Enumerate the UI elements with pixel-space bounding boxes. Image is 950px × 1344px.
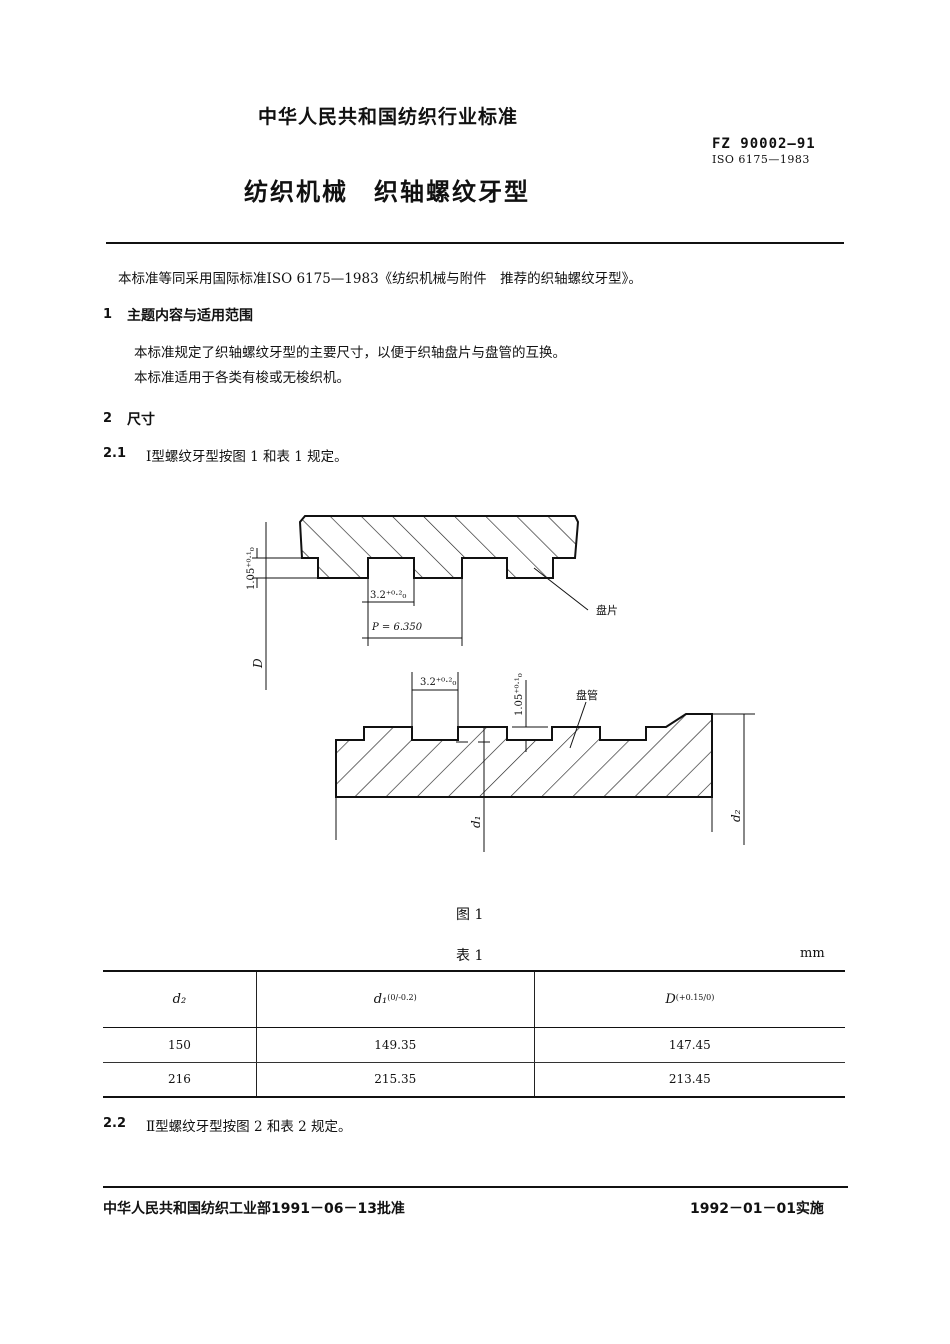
section-2-1-number: 2.1 xyxy=(103,446,127,461)
table-cell: 216 xyxy=(103,1062,257,1098)
table-cell: 213.45 xyxy=(534,1062,845,1098)
disc-dimensions xyxy=(252,522,589,690)
bottom-rule xyxy=(103,1186,848,1188)
thread-profile-figure: 1.05⁺⁰·¹₀ 3.2⁺⁰·²₀ P = 6.350 盘片 D 3.2⁺⁰·… xyxy=(246,515,755,852)
pitch-label: P = 6.350 xyxy=(371,622,423,633)
table-cell: 215.35 xyxy=(256,1062,535,1098)
table-header-row: d₂ d₁(0/-0.2) D(+0.15/0) xyxy=(103,970,845,1028)
table-cell: 150 xyxy=(103,1027,257,1063)
standard-code: FZ 90002—91 xyxy=(712,136,816,152)
tube-label: 盘管 xyxy=(576,688,598,702)
tube-dimensions xyxy=(335,672,755,852)
table-row: 150 149.35 147.45 xyxy=(103,1027,845,1063)
header-d2: d₂ xyxy=(103,970,257,1028)
d1-label: d₁ xyxy=(469,816,483,829)
d2-label: d₂ xyxy=(729,809,743,822)
section-2-2-number: 2.2 xyxy=(103,1116,127,1131)
section-2-1-text: Ⅰ型螺纹牙型按图 1 和表 1 规定。 xyxy=(146,449,348,465)
section-1-paragraph-1: 本标准规定了织轴螺纹牙型的主要尺寸，以便于织轴盘片与盘管的互换。 xyxy=(134,345,566,361)
table-cell: 147.45 xyxy=(534,1027,845,1063)
section-2-title: 尺寸 xyxy=(127,412,155,428)
section-1-number: 1 xyxy=(103,307,113,322)
tube-shape xyxy=(335,713,713,798)
table-unit: mm xyxy=(800,946,825,961)
disc-depth-label: 1.05⁺⁰·¹₀ xyxy=(246,547,257,590)
table-cell: 149.35 xyxy=(256,1027,535,1063)
tube-width-label: 3.2⁺⁰·²₀ xyxy=(420,677,456,688)
tube-depth-label: 1.05⁺⁰·¹₀ xyxy=(514,673,525,716)
section-2-2-text: Ⅱ型螺纹牙型按图 2 和表 2 规定。 xyxy=(146,1119,352,1135)
disc-label: 盘片 xyxy=(596,603,618,617)
dimension-table: d₂ d₁(0/-0.2) D(+0.15/0) 150 149.35 147.… xyxy=(103,970,845,1098)
header-d1: d₁(0/-0.2) xyxy=(256,970,535,1028)
disc-width-label: 3.2⁺⁰·²₀ xyxy=(370,590,406,601)
header-D: D(+0.15/0) xyxy=(534,970,845,1028)
org-title: 中华人民共和国纺织行业标准 xyxy=(258,106,519,128)
figure-caption: 图 1 xyxy=(456,907,484,923)
intro-paragraph: 本标准等同采用国际标准ISO 6175—1983《纺织机械与附件 推荐的织轴螺纹… xyxy=(118,271,642,287)
D-label: D xyxy=(251,658,265,669)
table-row: 216 215.35 213.45 xyxy=(103,1062,845,1098)
iso-code: ISO 6175—1983 xyxy=(712,153,810,166)
section-2-number: 2 xyxy=(103,411,113,426)
document-title: 纺织机械 织轴螺纹牙型 xyxy=(244,177,530,206)
table-caption: 表 1 xyxy=(456,948,484,964)
footer-effective: 1992－01－01实施 xyxy=(690,1201,824,1217)
disc-shape xyxy=(298,515,580,579)
section-1-paragraph-2: 本标准适用于各类有梭或无梭织机。 xyxy=(134,370,350,386)
footer-approval: 中华人民共和国纺织工业部1991－06－13批准 xyxy=(103,1201,405,1217)
top-rule xyxy=(106,242,844,244)
section-1-title: 主题内容与适用范围 xyxy=(127,308,253,324)
